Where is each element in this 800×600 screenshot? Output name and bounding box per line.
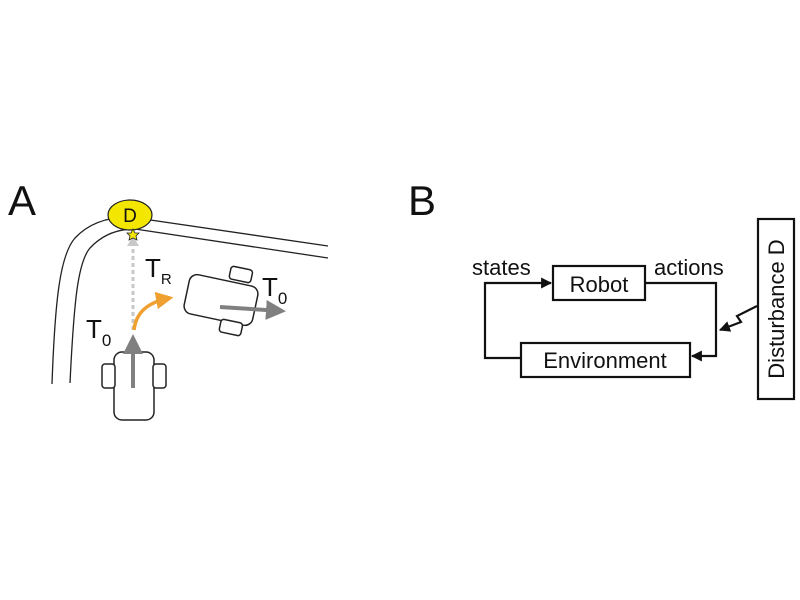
environment-box <box>519 341 692 379</box>
t0-label-right: T0 <box>262 272 287 308</box>
actions-label: actions <box>654 255 724 280</box>
panel-b: B Robot Environment Disturbance D states… <box>408 177 796 401</box>
t0-subscript-left: 0 <box>102 331 111 350</box>
collision-star-icon <box>126 228 140 241</box>
panel-a-label: A <box>8 177 36 224</box>
actions-connector <box>645 281 718 362</box>
panel-b-label: B <box>408 177 436 224</box>
disturbance-label: D <box>123 206 137 227</box>
environment-label: Environment <box>543 348 667 373</box>
states-label: states <box>472 255 531 280</box>
t0-subscript-right: 0 <box>278 289 287 308</box>
panel-a: A D T0 TR <box>8 177 329 421</box>
robot-turned <box>183 265 259 337</box>
t-letter: T <box>145 253 161 283</box>
t-letter: T <box>262 272 278 302</box>
t-letter: T <box>86 314 102 344</box>
disturbance-marker: D <box>107 199 153 231</box>
robot-box <box>551 264 647 302</box>
robot-label: Robot <box>570 272 629 297</box>
disturbance-lightning-icon <box>718 305 758 332</box>
t0-label-left: T0 <box>86 314 111 350</box>
turn-arrow <box>132 291 174 331</box>
forward-arrow-turned <box>219 299 286 320</box>
wall-inner-line <box>69 228 329 384</box>
disturbance-box-label: Disturbance D <box>764 239 789 378</box>
tr-label: TR <box>145 253 172 288</box>
tr-subscript: R <box>161 271 172 288</box>
disturbance-box <box>756 217 796 401</box>
states-connector <box>483 277 553 360</box>
dotted-arrowhead <box>127 236 139 246</box>
